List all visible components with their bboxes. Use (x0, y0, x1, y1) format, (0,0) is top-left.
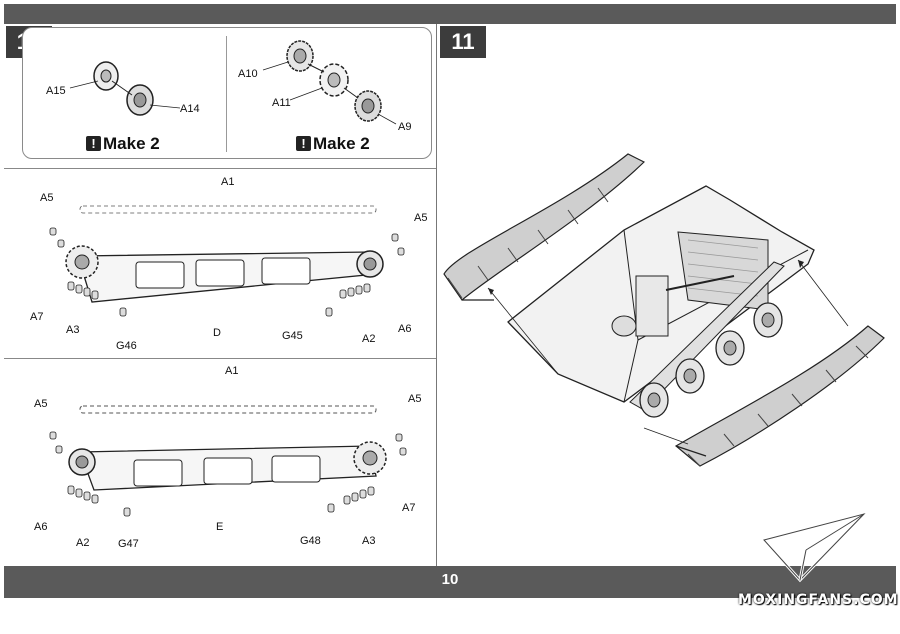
label-g48: G48 (300, 535, 321, 547)
label-g47: G47 (118, 538, 139, 550)
column-divider (436, 24, 437, 566)
road-wheel-parts-drawing (69, 61, 180, 116)
warning-icon: ! (296, 136, 311, 151)
suspension-frame-d-drawing (49, 205, 405, 317)
section-divider-2 (4, 358, 436, 359)
bottom-bar (4, 566, 896, 598)
top-bar (4, 4, 896, 24)
label-a1-bottom: A1 (225, 365, 239, 377)
suspension-frame-e-drawing (49, 405, 407, 517)
label-a6-top: A6 (398, 323, 412, 335)
label-a7-bottom: A7 (402, 502, 416, 514)
part-label-a14: A14 (180, 103, 200, 115)
label-a5-top-left: A5 (40, 192, 54, 204)
paper-plane-logo-icon (761, 511, 869, 583)
warning-icon: ! (86, 136, 101, 151)
label-a6-bottom: A6 (34, 521, 48, 533)
make-note-left: !Make 2 (86, 134, 160, 154)
label-g45: G45 (282, 330, 303, 342)
part-label-a11: A11 (272, 97, 291, 109)
part-label-a10: A10 (238, 68, 258, 80)
make-note-right-text: Make 2 (313, 134, 370, 153)
label-a5-top-right: A5 (414, 212, 428, 224)
box-divider (226, 36, 227, 152)
watermark-text: MOXINGFANS.COM (738, 592, 899, 608)
make-note-left-text: Make 2 (103, 134, 160, 153)
make-note-right: !Make 2 (296, 134, 370, 154)
label-a5-bottom-right: A5 (408, 393, 422, 405)
step-11-number: 11 (440, 26, 486, 58)
label-a3-bottom: A3 (362, 535, 376, 547)
label-a1-top: A1 (221, 176, 235, 188)
page-number: 10 (441, 571, 459, 588)
label-a3-top: A3 (66, 324, 80, 336)
part-label-a15: A15 (46, 85, 66, 97)
label-a2-top: A2 (362, 333, 376, 345)
sprocket-parts-drawing (262, 40, 397, 125)
label-d: D (213, 327, 221, 339)
hull-track-assembly-drawing (443, 153, 885, 467)
label-a7-top: A7 (30, 311, 44, 323)
label-a5-bottom-left: A5 (34, 398, 48, 410)
part-label-a9: A9 (398, 121, 412, 133)
label-a2-bottom: A2 (76, 537, 90, 549)
label-g46: G46 (116, 340, 137, 352)
label-e: E (216, 521, 224, 533)
section-divider-1 (4, 168, 436, 169)
